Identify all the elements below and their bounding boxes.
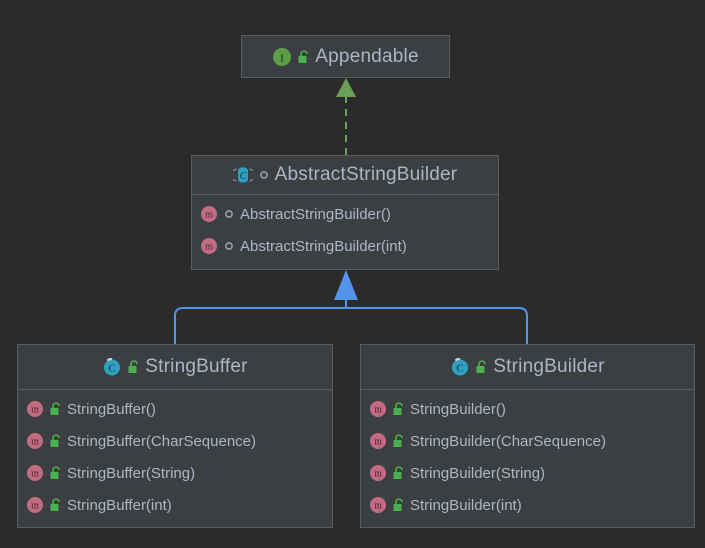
- node-title: Appendable: [315, 45, 419, 67]
- member-row[interactable]: m AbstractStringBuilder(): [192, 198, 498, 230]
- svg-text:I: I: [280, 52, 284, 64]
- member-row[interactable]: m StringBuilder(int): [361, 489, 694, 521]
- node-header: C AbstractStringBuilder: [192, 156, 498, 195]
- node-members: m AbstractStringBuilder() m: [192, 195, 498, 266]
- member-label: StringBuilder(int): [410, 496, 522, 514]
- svg-text:C: C: [239, 171, 246, 182]
- interface-icon: I: [272, 47, 292, 67]
- svg-text:m: m: [374, 469, 382, 480]
- method-icon: m: [26, 400, 44, 418]
- method-icon: m: [26, 432, 44, 450]
- node-members: m StringBuffer() m: [18, 390, 332, 525]
- member-label: StringBuilder(String): [410, 464, 546, 482]
- member-label: StringBuilder(CharSequence): [410, 432, 606, 450]
- uml-node-abstractstringbuilder[interactable]: C AbstractStringBuilder m: [191, 155, 499, 270]
- public-lock-icon: [392, 402, 405, 416]
- svg-text:C: C: [457, 363, 464, 375]
- node-members: m StringBuilder() m: [361, 390, 694, 525]
- svg-text:m: m: [31, 405, 39, 416]
- member-row[interactable]: m StringBuilder(CharSequence): [361, 425, 694, 457]
- method-icon: m: [26, 496, 44, 514]
- edge-generalization-tree: [174, 270, 528, 344]
- member-row[interactable]: m StringBuilder(): [361, 393, 694, 425]
- member-row[interactable]: m StringBuilder(String): [361, 457, 694, 489]
- node-header: I Appendable: [242, 36, 449, 77]
- svg-text:m: m: [31, 437, 39, 448]
- public-lock-icon: [49, 466, 62, 480]
- public-lock-icon: [49, 434, 62, 448]
- public-lock-icon: [127, 360, 140, 374]
- node-header: C StringBuffer: [18, 345, 332, 390]
- member-row[interactable]: m StringBuffer(String): [18, 457, 332, 489]
- member-label: AbstractStringBuilder(int): [240, 237, 407, 255]
- member-label: StringBuffer(CharSequence): [67, 432, 256, 450]
- public-lock-icon: [475, 360, 488, 374]
- method-icon: m: [369, 464, 387, 482]
- abstract-class-icon: C: [232, 165, 253, 185]
- svg-text:m: m: [374, 437, 382, 448]
- method-icon: m: [369, 400, 387, 418]
- member-row[interactable]: m StringBuffer(CharSequence): [18, 425, 332, 457]
- node-title: StringBuilder: [493, 356, 605, 377]
- member-label: StringBuilder(): [410, 400, 506, 418]
- uml-node-stringbuffer[interactable]: C StringBuffer m: [17, 344, 333, 528]
- public-lock-icon: [392, 434, 405, 448]
- public-lock-icon: [392, 498, 405, 512]
- package-private-icon: [258, 169, 270, 181]
- node-title: StringBuffer: [145, 356, 248, 377]
- public-lock-icon: [297, 49, 310, 64]
- member-label: StringBuffer(int): [67, 496, 172, 514]
- public-lock-icon: [49, 498, 62, 512]
- svg-text:m: m: [31, 501, 39, 512]
- node-header: C StringBuilder: [361, 345, 694, 390]
- edge-realization: [336, 78, 356, 155]
- method-icon: m: [200, 205, 218, 223]
- uml-node-appendable[interactable]: I Appendable: [241, 35, 450, 78]
- class-icon: C: [102, 357, 122, 377]
- member-label: AbstractStringBuilder(): [240, 205, 391, 223]
- svg-text:m: m: [205, 210, 213, 221]
- node-title: AbstractStringBuilder: [274, 164, 458, 185]
- method-icon: m: [369, 496, 387, 514]
- method-icon: m: [200, 237, 218, 255]
- member-label: StringBuffer(): [67, 400, 156, 418]
- generalization-branch-stringbuffer: [174, 307, 346, 344]
- svg-text:m: m: [374, 405, 382, 416]
- class-icon: C: [450, 357, 470, 377]
- method-icon: m: [26, 464, 44, 482]
- svg-text:C: C: [109, 363, 116, 375]
- public-lock-icon: [392, 466, 405, 480]
- member-label: StringBuffer(String): [67, 464, 196, 482]
- svg-text:m: m: [374, 501, 382, 512]
- public-lock-icon: [49, 402, 62, 416]
- generalization-arrowhead: [334, 270, 358, 300]
- uml-node-stringbuilder[interactable]: C StringBuilder m: [360, 344, 695, 528]
- package-private-icon: [223, 240, 235, 252]
- member-row[interactable]: m AbstractStringBuilder(int): [192, 230, 498, 262]
- member-row[interactable]: m StringBuffer(): [18, 393, 332, 425]
- method-icon: m: [369, 432, 387, 450]
- member-row[interactable]: m StringBuffer(int): [18, 489, 332, 521]
- generalization-branch-stringbuilder: [346, 307, 528, 344]
- realization-arrowhead: [336, 78, 356, 97]
- package-private-icon: [223, 208, 235, 220]
- svg-text:m: m: [31, 469, 39, 480]
- svg-text:m: m: [205, 242, 213, 253]
